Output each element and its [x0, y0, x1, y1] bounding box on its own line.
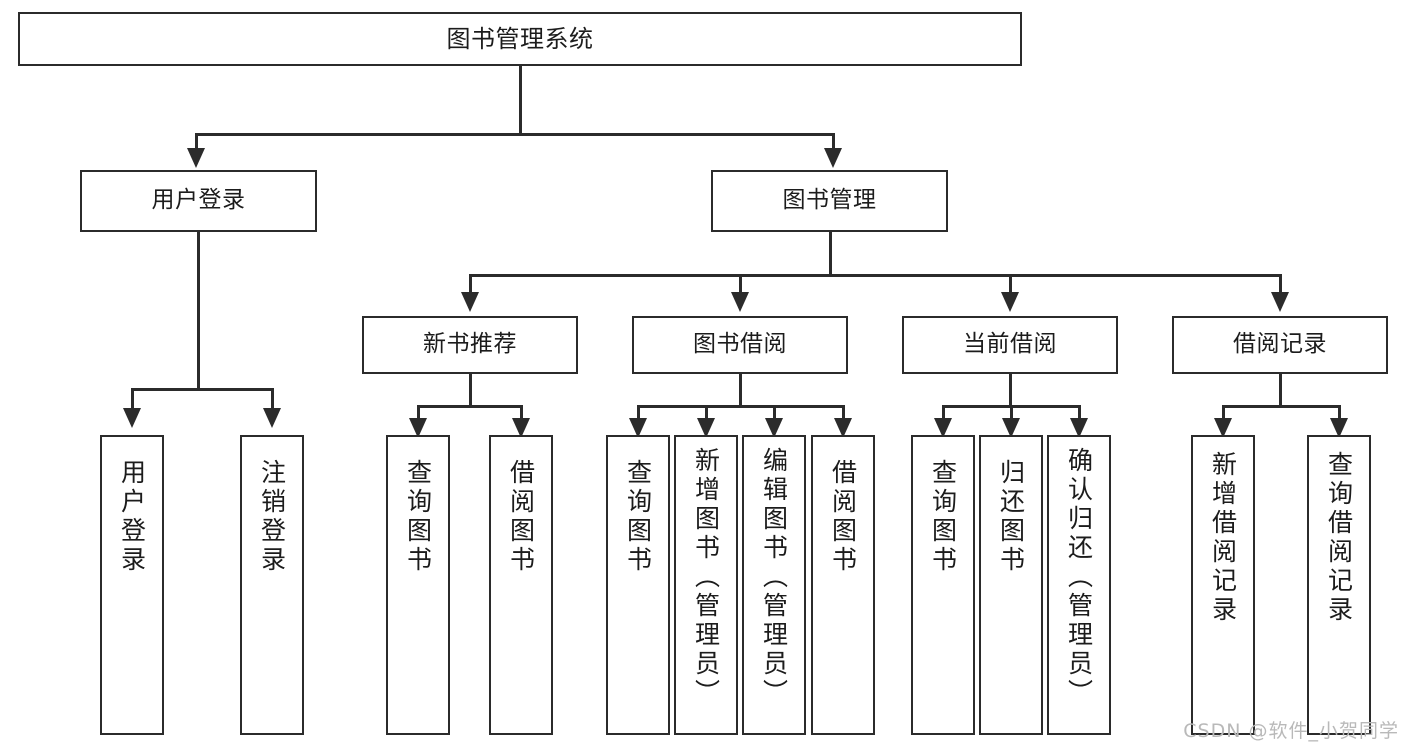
- node-label: 图书借阅: [693, 331, 787, 358]
- leaf-new-book-borrow[interactable]: 借阅图书: [489, 435, 553, 735]
- connector-borrowrecord-drop-1: [1222, 405, 1225, 421]
- connector-userlogin-bus: [131, 388, 273, 391]
- connector-newbook-drop-1: [417, 405, 420, 421]
- arrowhead-currentborrow-leaf-1: [934, 418, 952, 438]
- node-label: 借阅图书: [506, 459, 536, 575]
- connector-borrowrecord-stem: [1279, 374, 1282, 405]
- connector-newbook-bus: [417, 405, 523, 408]
- connector-bookmgmt-bus: [469, 274, 1281, 277]
- connector-bookborrow-drop-4: [842, 405, 845, 421]
- node-label: 当前借阅: [963, 331, 1057, 358]
- node-label: 查询图书: [928, 459, 958, 575]
- connector-userlogin-drop-2: [271, 388, 274, 410]
- node-label: 注销登录: [257, 459, 287, 575]
- arrowhead-bookmgmt-to-new-book: [461, 292, 479, 312]
- arrowhead-newbook-leaf-1: [409, 418, 427, 438]
- connector-bookborrow-stem: [739, 374, 742, 405]
- connector-userlogin-drop-1: [131, 388, 134, 410]
- node-user-login[interactable]: 用户登录: [80, 170, 317, 232]
- leaf-book-borrow-query[interactable]: 查询图书: [606, 435, 670, 735]
- connector-bookborrow-drop-1: [637, 405, 640, 421]
- arrowhead-currentborrow-leaf-2: [1002, 418, 1020, 438]
- node-label: 确认归还（管理员）: [1064, 447, 1094, 708]
- leaf-borrow-record-query[interactable]: 查询借阅记录: [1307, 435, 1371, 735]
- connector-borrowrecord-drop-2: [1338, 405, 1341, 421]
- connector-root-stem: [519, 66, 522, 133]
- connector-bookborrow-bus: [637, 405, 845, 408]
- connector-bookmgmt-drop-2: [739, 274, 742, 294]
- node-label: 查询借阅记录: [1324, 451, 1354, 625]
- node-label: 查询图书: [403, 459, 433, 575]
- node-label: 归还图书: [996, 459, 1026, 575]
- arrowhead-userlogin-leaf-2: [263, 408, 281, 428]
- node-label: 新增图书（管理员）: [691, 447, 721, 708]
- node-label: 借阅记录: [1233, 331, 1327, 358]
- leaf-current-borrow-query[interactable]: 查询图书: [911, 435, 975, 735]
- connector-currentborrow-drop-1: [942, 405, 945, 421]
- arrowhead-borrowrecord-leaf-1: [1214, 418, 1232, 438]
- arrowhead-currentborrow-leaf-3: [1070, 418, 1088, 438]
- node-current-borrow[interactable]: 当前借阅: [902, 316, 1118, 374]
- node-label: 借阅图书: [828, 459, 858, 575]
- arrowhead-bookmgmt-to-borrow: [731, 292, 749, 312]
- connector-bookborrow-drop-3: [773, 405, 776, 421]
- arrowhead-root-to-book-manage: [824, 148, 842, 168]
- leaf-book-borrow-borrow[interactable]: 借阅图书: [811, 435, 875, 735]
- connector-currentborrow-drop-2: [1010, 405, 1013, 421]
- node-label: 图书管理系统: [446, 24, 594, 53]
- arrowhead-bookborrow-leaf-3: [765, 418, 783, 438]
- leaf-user-login-logout[interactable]: 注销登录: [240, 435, 304, 735]
- arrowhead-root-to-user-login: [187, 148, 205, 168]
- connector-currentborrow-stem: [1009, 374, 1012, 405]
- arrowhead-bookmgmt-to-record: [1271, 292, 1289, 312]
- connector-bookborrow-drop-2: [705, 405, 708, 421]
- node-root-system[interactable]: 图书管理系统: [18, 12, 1022, 66]
- arrowhead-userlogin-leaf-1: [123, 408, 141, 428]
- connector-currentborrow-drop-3: [1078, 405, 1081, 421]
- node-label: 编辑图书（管理员）: [759, 447, 789, 708]
- connector-bookmgmt-drop-1: [469, 274, 472, 294]
- connector-bookmgmt-drop-3: [1009, 274, 1012, 294]
- node-label: 用户登录: [117, 459, 147, 575]
- connector-userlogin-stem: [197, 232, 200, 388]
- leaf-current-borrow-return[interactable]: 归还图书: [979, 435, 1043, 735]
- node-label: 图书管理: [782, 187, 877, 214]
- node-label: 查询图书: [623, 459, 653, 575]
- connector-root-drop-1: [195, 133, 198, 151]
- arrowhead-bookborrow-leaf-2: [697, 418, 715, 438]
- arrowhead-bookborrow-leaf-4: [834, 418, 852, 438]
- arrowhead-newbook-leaf-2: [512, 418, 530, 438]
- connector-newbook-stem: [469, 374, 472, 405]
- leaf-user-login-login[interactable]: 用户登录: [100, 435, 164, 735]
- connector-bookmgmt-stem: [829, 232, 832, 274]
- connector-borrowrecord-bus: [1222, 405, 1340, 408]
- leaf-book-borrow-edit[interactable]: 编辑图书（管理员）: [742, 435, 806, 735]
- node-label: 新增借阅记录: [1208, 451, 1238, 625]
- arrowhead-bookmgmt-to-current: [1001, 292, 1019, 312]
- connector-root-bus: [195, 133, 835, 136]
- leaf-new-book-query[interactable]: 查询图书: [386, 435, 450, 735]
- connector-newbook-drop-2: [520, 405, 523, 421]
- arrowhead-borrowrecord-leaf-2: [1330, 418, 1348, 438]
- leaf-current-borrow-confirm[interactable]: 确认归还（管理员）: [1047, 435, 1111, 735]
- leaf-borrow-record-add[interactable]: 新增借阅记录: [1191, 435, 1255, 735]
- node-book-borrow[interactable]: 图书借阅: [632, 316, 848, 374]
- node-book-management[interactable]: 图书管理: [711, 170, 948, 232]
- node-label: 用户登录: [151, 187, 246, 214]
- node-label: 新书推荐: [423, 331, 517, 358]
- leaf-book-borrow-add[interactable]: 新增图书（管理员）: [674, 435, 738, 735]
- watermark-text: CSDN @软件_小贺同学: [1183, 720, 1399, 742]
- node-new-book-recommend[interactable]: 新书推荐: [362, 316, 578, 374]
- node-borrow-record[interactable]: 借阅记录: [1172, 316, 1388, 374]
- connector-root-drop-2: [832, 133, 835, 151]
- connector-bookmgmt-drop-4: [1279, 274, 1282, 294]
- arrowhead-bookborrow-leaf-1: [629, 418, 647, 438]
